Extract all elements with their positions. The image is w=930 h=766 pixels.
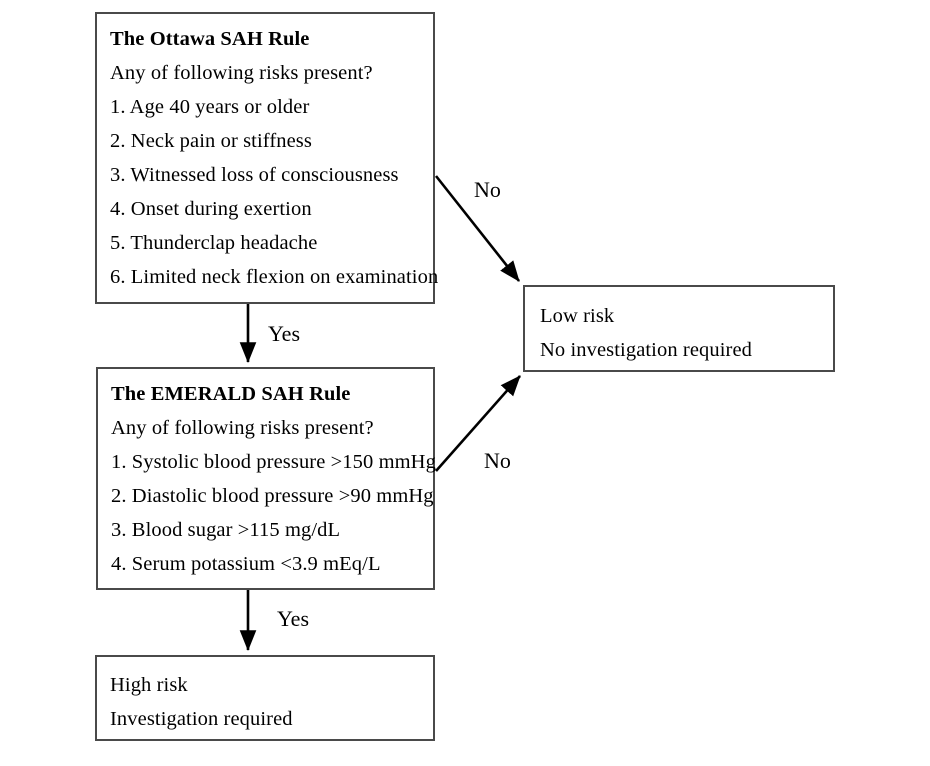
ottawa-item-4: 4. Onset during exertion — [110, 198, 312, 220]
low-risk-heading: Low risk — [540, 305, 615, 327]
node-high-risk-outcome: High risk Investigation required — [95, 655, 435, 741]
ottawa-item-1: 1. Age 40 years or older — [110, 96, 310, 118]
node-ottawa-sah-rule: The Ottawa SAH Rule Any of following ris… — [95, 12, 439, 304]
ottawa-item-2: 2. Neck pain or stiffness — [110, 130, 312, 152]
emerald-item-1: 1. Systolic blood pressure >150 mmHg — [111, 451, 436, 473]
ottawa-item-6: 6. Limited neck flexion on examination — [110, 266, 439, 288]
emerald-item-2: 2. Diastolic blood pressure >90 mmHg — [111, 485, 434, 507]
emerald-question: Any of following risks present? — [111, 417, 374, 439]
emerald-item-3: 3. Blood sugar >115 mg/dL — [111, 519, 341, 541]
ottawa-item-5: 5. Thunderclap headache — [110, 232, 318, 254]
ottawa-question: Any of following risks present? — [110, 62, 373, 84]
edge-label-emerald-no: No — [484, 448, 511, 473]
ottawa-heading: The Ottawa SAH Rule — [110, 28, 310, 50]
node-low-risk-outcome: Low risk No investigation required — [523, 285, 835, 372]
edge-label-ottawa-no: No — [474, 177, 501, 202]
high-risk-heading: High risk — [110, 674, 188, 696]
ottawa-item-3: 3. Witnessed loss of consciousness — [110, 164, 399, 186]
high-risk-detail: Investigation required — [110, 708, 293, 730]
node-emerald-sah-rule: The EMERALD SAH Rule Any of following ri… — [96, 367, 436, 590]
low-risk-detail: No investigation required — [540, 339, 753, 361]
edge-label-ottawa-yes: Yes — [268, 321, 301, 346]
edge-label-emerald-yes: Yes — [277, 606, 310, 631]
emerald-item-4: 4. Serum potassium <3.9 mEq/L — [111, 553, 381, 575]
emerald-heading: The EMERALD SAH Rule — [111, 383, 351, 405]
